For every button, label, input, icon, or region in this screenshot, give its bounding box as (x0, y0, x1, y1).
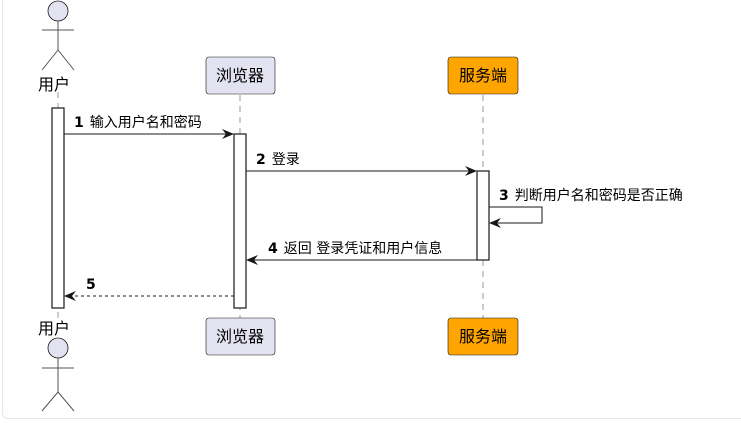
svg-text:2登录: 2 登录 (256, 152, 300, 168)
message-5: 5 (64, 277, 234, 301)
message-1-text: 输入用户名和密码 (90, 114, 202, 131)
message-2-text: 登录 (272, 152, 300, 168)
message-3-text: 判断用户名和密码是否正确 (515, 187, 683, 204)
activation-server (476, 170, 490, 261)
actor-user-top: 用户 (38, 0, 75, 94)
activation-browser (233, 133, 247, 309)
participant-server-label-top: 服务端 (459, 66, 507, 85)
participant-server-bottom: 服务端 (447, 317, 519, 356)
actor-user-label-top: 用户 (38, 75, 70, 94)
actor-user-label-bottom: 用户 (38, 319, 70, 338)
message-3: 3 判断用户名和密码是否正确 (489, 187, 683, 228)
participant-server-label-bottom: 服务端 (459, 327, 507, 346)
actor-head (47, 337, 69, 359)
message-4: 4 返回 登录凭证和用户信息 (246, 240, 477, 265)
message-5-number: 5 (86, 277, 96, 293)
actor-head (47, 0, 69, 22)
message-2: 2 登录 (246, 152, 477, 176)
svg-text:5: 5 (86, 277, 96, 293)
message-3-number: 3 (499, 188, 509, 204)
activation-user (51, 107, 65, 309)
message-1: 1 输入用户名和密码 (64, 114, 234, 139)
participant-browser-top: 浏览器 (205, 56, 276, 95)
message-4-text: 返回 登录凭证和用户信息 (284, 240, 442, 257)
message-2-number: 2 (256, 152, 266, 168)
participant-browser-label-top: 浏览器 (216, 66, 264, 85)
participant-server-top: 服务端 (447, 56, 519, 95)
svg-text:4返回 登录凭证和用户信息: 4 返回 登录凭证和用户信息 (268, 240, 442, 257)
message-1-number: 1 (74, 115, 84, 131)
actor-user-bottom: 用户 (38, 319, 75, 412)
participant-browser-label-bottom: 浏览器 (216, 327, 264, 346)
message-4-number: 4 (268, 241, 278, 257)
participant-browser-bottom: 浏览器 (205, 317, 276, 356)
